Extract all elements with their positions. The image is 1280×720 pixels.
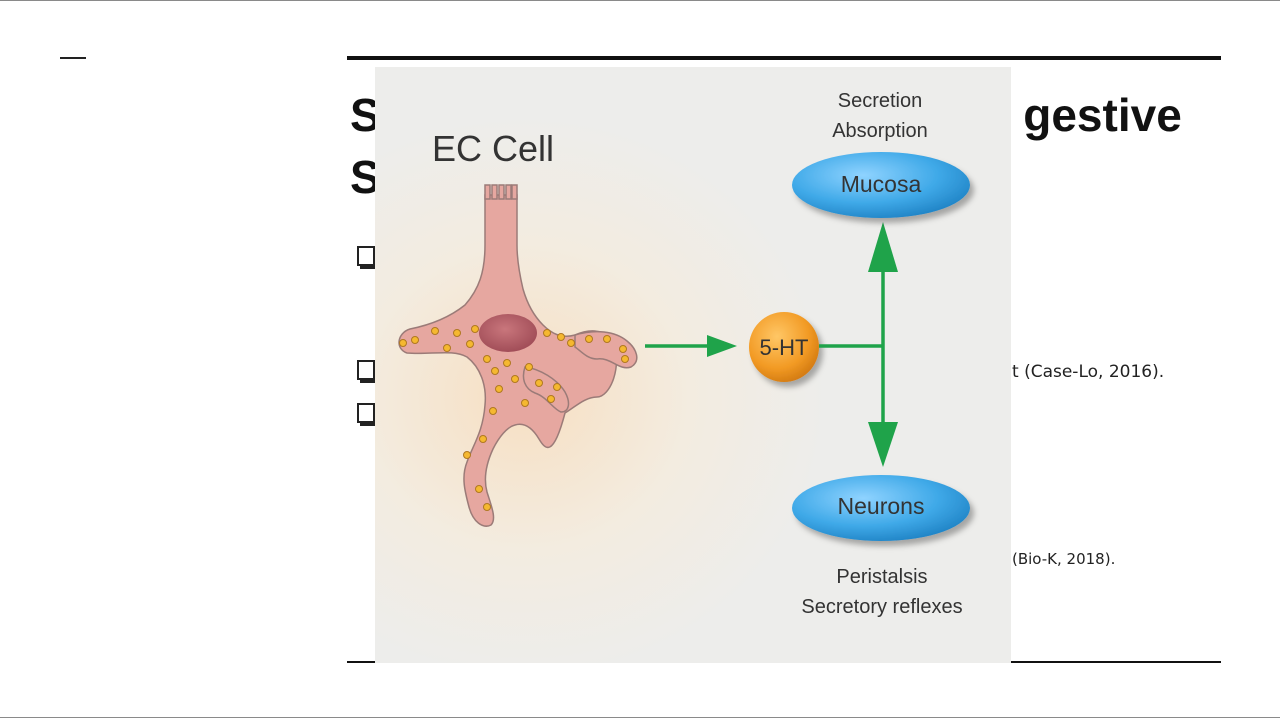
window-bottom-border <box>0 717 1280 718</box>
citation-case-lo: t (Case-Lo, 2016). <box>1012 362 1165 382</box>
neurons-label: Neurons <box>838 493 925 519</box>
ec-cell-label: EC Cell <box>432 128 554 169</box>
mucosa-node: Mucosa <box>792 152 970 218</box>
nucleus <box>479 314 537 352</box>
slide-marker-dash <box>60 57 86 59</box>
mucosa-effect-absorption: Absorption <box>832 120 928 142</box>
window-top-border <box>0 0 1280 1</box>
mucosa-label: Mucosa <box>841 171 922 197</box>
diagram-svg: EC Cell <box>398 90 970 618</box>
serotonin-node: 5-HT <box>749 312 819 382</box>
neuron-effect-secretory-reflexes: Secretory reflexes <box>801 596 962 618</box>
neurons-node: Neurons <box>792 475 970 541</box>
arrow-up-to-mucosa <box>868 222 898 272</box>
mucosa-effect-secretion: Secretion <box>838 90 923 112</box>
citation-bio-k: (Bio-K, 2018). <box>1012 550 1116 568</box>
serotonin-label: 5-HT <box>760 335 809 360</box>
bullet-checkbox-1 <box>357 246 375 266</box>
slide-title-line1-end: gestive <box>1023 89 1182 141</box>
title-top-rule <box>347 56 1221 60</box>
bullet-checkbox-2 <box>357 360 375 380</box>
arrow-down-to-neurons <box>868 422 898 467</box>
5ht-branch-arrows <box>819 222 898 467</box>
cell-to-5ht-arrow <box>645 335 737 357</box>
serotonin-diagram: EC Cell <box>375 67 1011 663</box>
ec-cell-shape <box>398 184 638 527</box>
bullet-checkbox-3 <box>357 403 375 423</box>
slide-title: S gestive S <box>350 84 1230 208</box>
neuron-effect-peristalsis: Peristalsis <box>836 566 927 588</box>
